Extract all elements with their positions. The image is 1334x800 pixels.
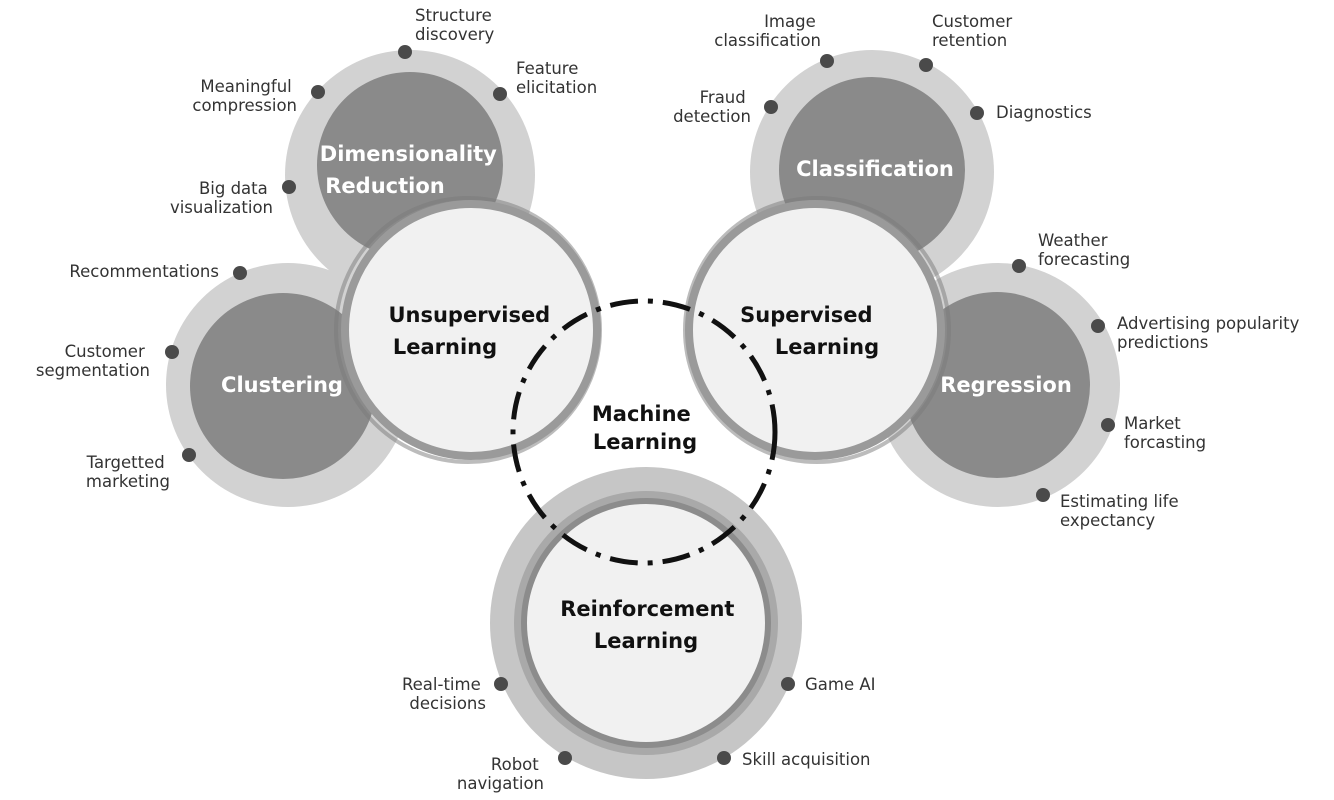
regression-label-line1: Regression bbox=[940, 373, 1072, 397]
machine-learning-dashed-circle bbox=[510, 298, 778, 566]
app-skill-acquisition: Skill acquisition bbox=[742, 750, 871, 769]
regression-label: Regression bbox=[940, 373, 1072, 397]
clustering-circle bbox=[190, 293, 376, 479]
application-dots bbox=[165, 45, 1115, 765]
reinforcement-hub-label: Reinforcement Learning bbox=[560, 597, 742, 653]
app-customer-retention: Customer retention bbox=[932, 12, 1017, 50]
dot-weather-forecasting bbox=[1012, 259, 1026, 273]
dot-market-forcasting bbox=[1101, 418, 1115, 432]
app-structure-discovery: Structure discovery bbox=[415, 6, 497, 44]
reinforcement-hub-circle bbox=[521, 498, 771, 748]
dot-game-ai bbox=[781, 677, 795, 691]
dimensionality-label: Dimensionality Reduction bbox=[320, 142, 504, 198]
dot-customer-retention bbox=[919, 58, 933, 72]
clustering-label: Clustering bbox=[221, 373, 343, 397]
app-recommentations: Recommentations bbox=[69, 262, 219, 281]
supervised-label-line2: Learning bbox=[775, 335, 879, 359]
dot-diagnostics bbox=[970, 106, 984, 120]
dot-big-data-visualization bbox=[282, 180, 296, 194]
dot-robot-navigation bbox=[558, 751, 572, 765]
dot-skill-acquisition bbox=[717, 751, 731, 765]
app-image-classification: Image classification bbox=[714, 12, 821, 50]
dot-structure-discovery bbox=[398, 45, 412, 59]
application-labels: Structure discovery Feature elicitation … bbox=[36, 6, 1305, 793]
dot-recommentations bbox=[233, 266, 247, 280]
clustering-label-line1: Clustering bbox=[221, 373, 343, 397]
app-weather-forecasting: Weather forecasting bbox=[1038, 231, 1130, 269]
supervised-hub-circle bbox=[685, 200, 945, 460]
unsupervised-hub: Unsupervised Learning bbox=[334, 196, 602, 464]
unsupervised-label-line1: Unsupervised bbox=[388, 303, 550, 327]
machine-learning-center: Machine Learning bbox=[510, 298, 778, 566]
supervised-label-line1: Supervised bbox=[740, 303, 872, 327]
app-customer-segmentation: Customer segmentation bbox=[36, 342, 150, 380]
app-advertising-popularity: Advertising popularity predictions bbox=[1117, 314, 1305, 352]
reinforcement-hub: Reinforcement Learning bbox=[490, 467, 802, 779]
unsupervised-hub-label: Unsupervised Learning bbox=[388, 303, 557, 359]
dot-advertising-popularity bbox=[1091, 319, 1105, 333]
classification-label: Classification bbox=[796, 157, 954, 181]
app-fraud-detection: Fraud detection bbox=[673, 88, 751, 126]
machine-learning-label: Machine Learning bbox=[592, 402, 698, 454]
dot-customer-segmentation bbox=[165, 345, 179, 359]
app-robot-navigation: Robot navigation bbox=[457, 755, 544, 793]
reinforcement-label-line1: Reinforcement bbox=[560, 597, 734, 621]
app-estimating-life-expectancy: Estimating life expectancy bbox=[1060, 492, 1184, 530]
unsupervised-label-line2: Learning bbox=[393, 335, 497, 359]
dot-feature-elicitation bbox=[493, 87, 507, 101]
app-targetted-marketing: Targetted marketing bbox=[86, 453, 170, 491]
dimensionality-label-line2: Reduction bbox=[325, 174, 444, 198]
app-big-data-visualization: Big data visualization bbox=[170, 179, 273, 217]
app-feature-elicitation: Feature elicitation bbox=[516, 59, 597, 97]
dot-image-classification bbox=[820, 54, 834, 68]
classification-label-line1: Classification bbox=[796, 157, 954, 181]
dot-real-time-decisions bbox=[494, 677, 508, 691]
supervised-hub-label: Supervised Learning bbox=[740, 303, 880, 359]
dot-estimating-life-expectancy bbox=[1036, 488, 1050, 502]
dimensionality-label-line1: Dimensionality bbox=[320, 142, 497, 166]
app-market-forcasting: Market forcasting bbox=[1124, 414, 1206, 452]
app-diagnostics: Diagnostics bbox=[996, 103, 1092, 122]
app-real-time-decisions: Real-time decisions bbox=[402, 675, 486, 713]
app-meaningful-compression: Meaningful compression bbox=[192, 77, 297, 115]
machine-learning-label-line2: Learning bbox=[593, 430, 697, 454]
reinforcement-label-line2: Learning bbox=[594, 629, 698, 653]
supervised-hub: Supervised Learning bbox=[683, 196, 951, 464]
dot-meaningful-compression bbox=[311, 85, 325, 99]
dot-fraud-detection bbox=[764, 100, 778, 114]
dot-targetted-marketing bbox=[182, 448, 196, 462]
app-game-ai: Game AI bbox=[805, 675, 876, 694]
unsupervised-hub-circle bbox=[341, 200, 601, 460]
machine-learning-label-line1: Machine bbox=[592, 402, 691, 426]
